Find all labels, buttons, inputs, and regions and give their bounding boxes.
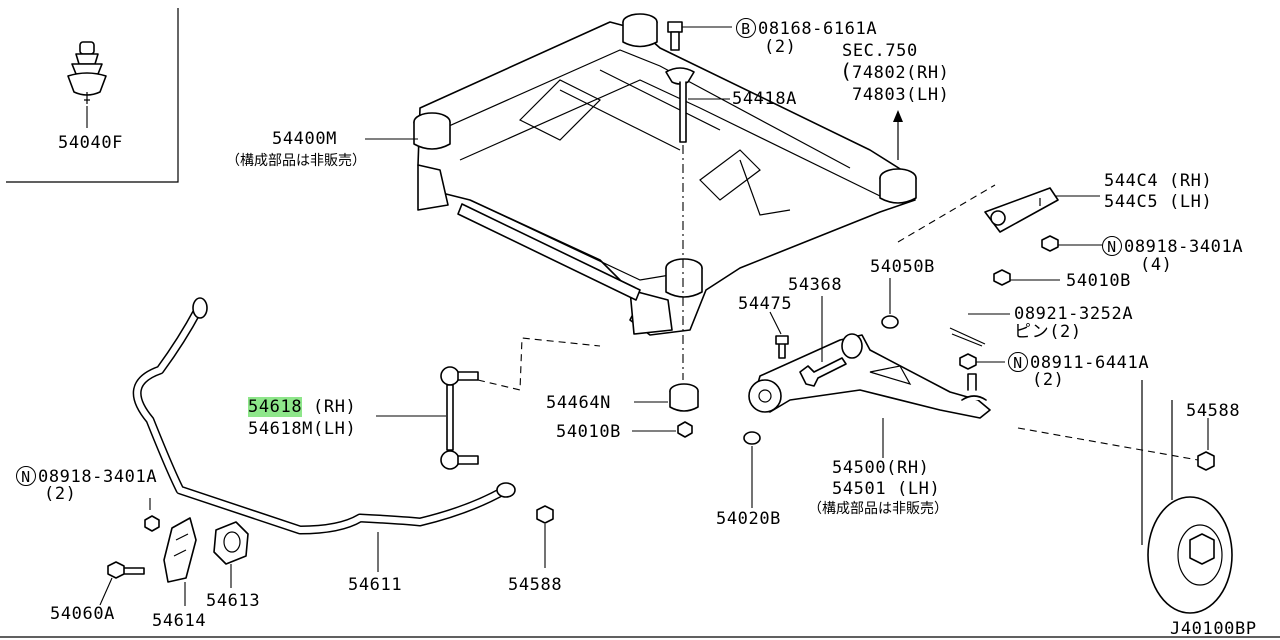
lower-arm-drawing	[748, 333, 991, 419]
bushing-54464N-drawing	[669, 383, 699, 412]
label-54020B[interactable]: 54020B	[716, 509, 782, 529]
diagram-id: J40100BP	[1170, 619, 1257, 639]
label-54501[interactable]: 54501 (LH)	[832, 479, 941, 499]
label-54010B-right[interactable]: 54010B	[1066, 271, 1132, 291]
bolt-54368-drawing	[799, 357, 847, 387]
nut-54010B-drawing	[677, 421, 693, 438]
bolt-08168-drawing	[667, 21, 683, 51]
washer-54050B-drawing	[881, 315, 899, 329]
qty-08168: (2)	[764, 37, 797, 57]
circle-b-icon: B	[736, 18, 756, 38]
label-544C5[interactable]: 544C5 (LH)	[1104, 192, 1213, 212]
circle-n-icon: N	[16, 466, 36, 486]
label-08918-left-text: 08918-3401A	[38, 467, 158, 487]
label-54611[interactable]: 54611	[348, 575, 403, 595]
label-54618M[interactable]: 54618M(LH)	[248, 419, 357, 439]
label-08168-text: 08168-6161A	[758, 19, 878, 39]
pin-08921-drawing	[949, 327, 986, 347]
nut-54010B-right-drawing	[993, 269, 1011, 286]
dash-hub	[1017, 427, 1199, 461]
label-54618-highlight: 54618	[248, 397, 303, 417]
stabilizer-link-drawing	[440, 366, 479, 470]
label-54060A[interactable]: 54060A	[50, 604, 116, 624]
pin-54418A-drawing	[665, 67, 695, 143]
label-54418A[interactable]: 54418A	[732, 89, 798, 109]
nut-08911-drawing	[959, 353, 977, 370]
label-54400M[interactable]: 54400M	[272, 129, 338, 149]
label-54618[interactable]: 54618 (RH)	[248, 397, 357, 417]
note-54501: （構成部品は非販売）	[808, 501, 948, 517]
label-54614[interactable]: 54614	[152, 611, 207, 631]
washer-54020B-drawing	[743, 431, 761, 445]
bolt-54060A-drawing	[107, 561, 145, 579]
label-08918-right-text: 08918-3401A	[1124, 237, 1244, 257]
bushing-54613-drawing	[213, 521, 249, 565]
qty-08911: (2)	[1032, 370, 1065, 390]
qty-08918-right: (4)	[1140, 255, 1173, 275]
stabilizer-bar-end-left	[192, 297, 208, 319]
note-08921: ピン(2)	[1014, 322, 1082, 342]
label-54050B[interactable]: 54050B	[870, 257, 936, 277]
label-54588-bottom[interactable]: 54588	[508, 575, 563, 595]
crossmember-drawing	[413, 13, 917, 336]
clip-54040F-drawing	[67, 41, 107, 104]
label-54618-rh: (RH)	[302, 397, 357, 417]
inset-frame	[6, 8, 179, 183]
label-54010B[interactable]: 54010B	[556, 422, 622, 442]
label-08911-text: 08911-6441A	[1030, 353, 1150, 373]
label-54464N[interactable]: 54464N	[546, 393, 612, 413]
nut-08918-right-drawing	[1041, 235, 1059, 252]
stabilizer-bar-fill	[134, 307, 508, 534]
nut-54588-right-drawing	[1197, 451, 1215, 471]
circle-n-icon: N	[1102, 236, 1122, 256]
bolt-54475-drawing	[775, 335, 789, 359]
label-08921[interactable]: 08921-3252A	[1014, 304, 1134, 324]
label-74803[interactable]: 74803(LH)	[852, 85, 950, 105]
nut-08918-left-drawing	[144, 515, 160, 532]
nut-54588-bottom-drawing	[536, 505, 554, 524]
qty-08918-left: (2)	[44, 484, 77, 504]
paren-left-sec750: (	[840, 59, 853, 83]
lead-54060A	[99, 577, 113, 606]
dash-54618	[477, 337, 601, 391]
label-54588-right[interactable]: 54588	[1186, 401, 1241, 421]
label-sec750[interactable]: SEC.750	[842, 41, 918, 61]
stabilizer-bar-end-right	[496, 482, 516, 498]
label-54368[interactable]: 54368	[788, 275, 843, 295]
bracket-544C4-drawing	[984, 187, 1059, 233]
wheel-hub-drawing	[1147, 496, 1233, 614]
label-544C4[interactable]: 544C4 (RH)	[1104, 171, 1213, 191]
circle-n-icon: N	[1008, 352, 1028, 372]
label-54500[interactable]: 54500(RH)	[832, 458, 930, 478]
arrow-head-icon	[893, 110, 903, 122]
note-54400M: （構成部品は非販売）	[226, 153, 366, 169]
label-54475[interactable]: 54475	[738, 294, 793, 314]
clamp-54614-drawing	[163, 517, 197, 583]
dash-544C4	[897, 184, 996, 243]
lead-54475	[769, 311, 782, 335]
label-54613[interactable]: 54613	[206, 591, 261, 611]
label-74802[interactable]: 74802(RH)	[852, 63, 950, 83]
label-54040F[interactable]: 54040F	[58, 133, 124, 153]
